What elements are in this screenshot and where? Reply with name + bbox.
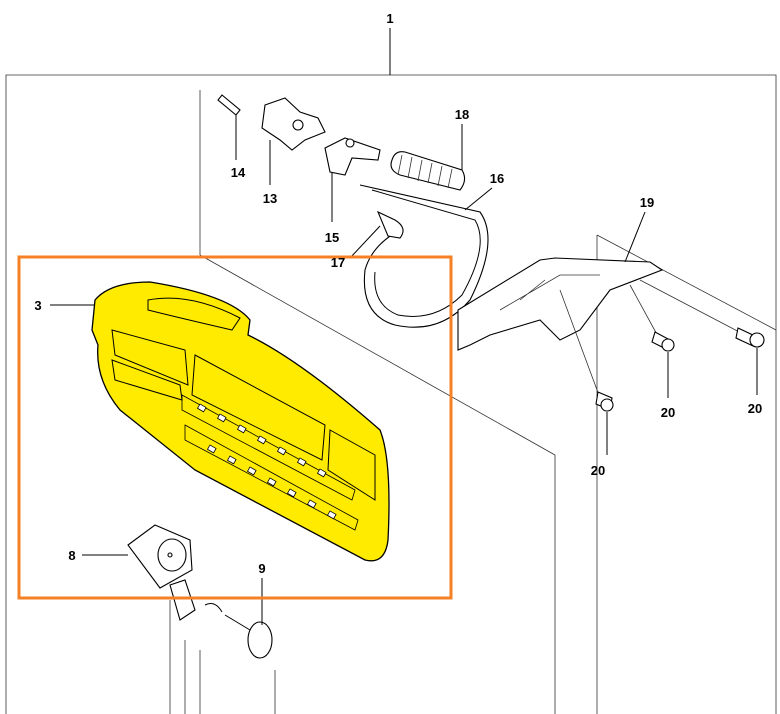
part-3-clutch-cover (50, 281, 390, 562)
label-20: 20 (591, 463, 605, 478)
highlight-box (17, 255, 453, 600)
part-13-bracket (261, 97, 326, 185)
label-8: 8 (68, 548, 75, 563)
screw (595, 391, 614, 412)
label-18: 18 (455, 107, 469, 122)
part-17-clip (349, 210, 404, 259)
part-19-bracket (457, 211, 664, 351)
part-14-pin (217, 94, 241, 160)
assembly-frame (5, 28, 777, 714)
label-15: 15 (325, 230, 339, 245)
screw (735, 327, 765, 348)
part-20-screws (559, 279, 765, 455)
label-17: 17 (331, 255, 345, 270)
label-20: 20 (661, 405, 675, 420)
label-3: 3 (34, 298, 41, 313)
part-8-knob (82, 524, 196, 621)
label-9: 9 (258, 561, 265, 576)
part-15-lever (324, 137, 381, 222)
label-13: 13 (263, 191, 277, 206)
part-9-spring (204, 578, 273, 659)
label-20: 20 (748, 401, 762, 416)
screw (651, 331, 675, 352)
part-16-brake-band (359, 184, 493, 328)
label-14: 14 (231, 165, 246, 180)
label-16: 16 (490, 171, 504, 186)
label-19: 19 (640, 195, 654, 210)
label-1: 1 (386, 11, 393, 26)
part-18-spring (390, 124, 466, 191)
